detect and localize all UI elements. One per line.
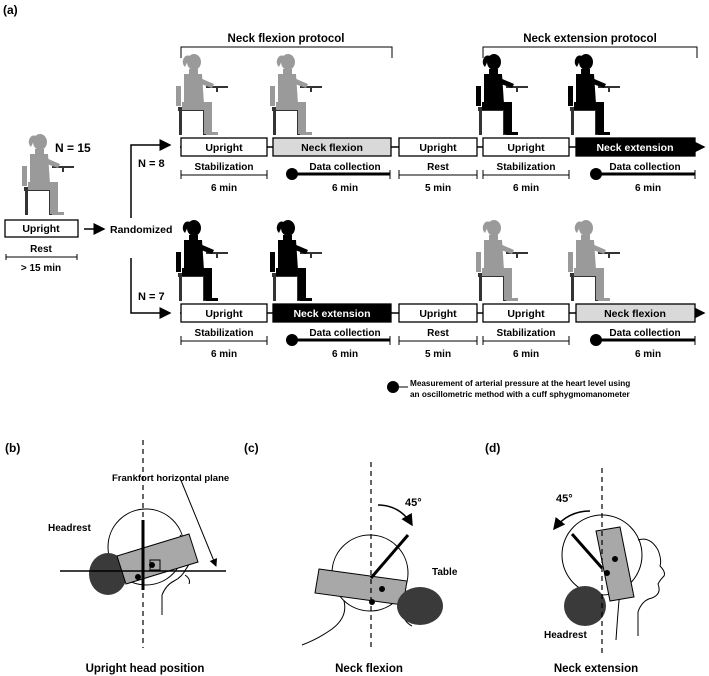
row2-phase-3: Rest bbox=[427, 328, 449, 339]
row1-measure-dot-2 bbox=[590, 168, 602, 180]
angle-label-d: 45° bbox=[556, 493, 573, 505]
caption-c: Neck flexion bbox=[335, 663, 403, 675]
row1-box-extension bbox=[575, 137, 696, 157]
start-upright-box bbox=[4, 219, 79, 238]
row2-box-upright-3 bbox=[482, 303, 570, 323]
figure-row1-flexion bbox=[270, 54, 322, 135]
n-row1-label: N = 8 bbox=[138, 158, 165, 170]
row1-duration-bars bbox=[180, 170, 570, 179]
row1-box-upright-1-label: Upright bbox=[205, 142, 243, 154]
neck-extension-diagram bbox=[553, 468, 665, 656]
row2-measure-dot-1 bbox=[286, 334, 298, 346]
extension-protocol-bracket bbox=[482, 46, 698, 58]
row2-measure-dot-2 bbox=[590, 334, 602, 346]
row2-phase-4: Stabilization bbox=[497, 328, 556, 339]
row2-box-upright-1 bbox=[180, 303, 268, 323]
row2-phase-1: Stabilization bbox=[195, 328, 254, 339]
row2-box-flexion-label: Neck flexion bbox=[604, 308, 666, 320]
row1-phase-5: Data collection bbox=[609, 162, 680, 173]
headrest-label-d: Headrest bbox=[544, 630, 587, 641]
angle-label-c: 45° bbox=[405, 497, 422, 509]
row2-duration-4: 6 min bbox=[513, 349, 539, 360]
legend-line-2: an oscillometric method with a cuff sphy… bbox=[410, 390, 631, 399]
row2-box-upright-3-label: Upright bbox=[507, 308, 545, 320]
row1-duration-1: 6 min bbox=[211, 183, 237, 194]
row1-box-upright-2-label: Upright bbox=[419, 142, 457, 154]
row1-phase-4: Stabilization bbox=[497, 162, 556, 173]
row2-duration-2: 6 min bbox=[332, 349, 358, 360]
neck-flexion-diagram bbox=[301, 462, 443, 650]
figure-row2-upright-2 bbox=[476, 220, 528, 301]
figure-row2-extension bbox=[270, 220, 322, 301]
row2-box-flexion bbox=[575, 303, 696, 323]
row2-phase-2: Data collection bbox=[309, 328, 380, 339]
row1-box-upright-1 bbox=[180, 137, 268, 157]
row2-box-upright-1-label: Upright bbox=[205, 308, 243, 320]
row2-box-extension-label: Neck extension bbox=[293, 308, 370, 320]
row2-duration-3: 5 min bbox=[425, 349, 451, 360]
figure-row1-upright-1 bbox=[176, 54, 228, 135]
panel-label-b: (b) bbox=[5, 441, 20, 455]
branch-arrow-row2 bbox=[130, 258, 172, 319]
row1-phase-2: Data collection bbox=[309, 162, 380, 173]
randomized-label: Randomized bbox=[110, 224, 172, 236]
start-duration-label: > 15 min bbox=[21, 263, 61, 274]
row1-duration-4: 6 min bbox=[513, 183, 539, 194]
caption-d: Neck extension bbox=[554, 663, 638, 675]
start-duration-bar bbox=[5, 254, 78, 260]
figure-row1-upright-2 bbox=[476, 54, 528, 135]
panel-label-a: (a) bbox=[3, 3, 18, 17]
table-label: Table bbox=[432, 567, 458, 578]
figure-row1-extension bbox=[568, 54, 620, 135]
branch-arrow-row1 bbox=[130, 139, 172, 218]
row1-duration-3: 5 min bbox=[425, 183, 451, 194]
figure-row2-upright-1 bbox=[176, 220, 228, 301]
row1-box-extension-label: Neck extension bbox=[596, 142, 673, 154]
legend-measure-dot bbox=[387, 381, 399, 393]
row1-box-flexion bbox=[272, 137, 392, 157]
row2-duration-bars bbox=[180, 336, 570, 345]
row1-box-upright-3-label: Upright bbox=[507, 142, 545, 154]
legend-line-1: Measurement of arterial pressure at the … bbox=[410, 379, 630, 388]
start-rest-label: Rest bbox=[30, 244, 52, 255]
row2-phase-5: Data collection bbox=[609, 328, 680, 339]
row1-box-upright-2 bbox=[398, 137, 478, 157]
upright-head-diagram bbox=[60, 440, 226, 648]
start-upright-label: Upright bbox=[22, 223, 60, 235]
frankfort-label: Frankfort horizontal plane bbox=[112, 473, 229, 484]
n-row2-label: N = 7 bbox=[138, 291, 165, 303]
figure-row2-flexion bbox=[568, 220, 620, 301]
row1-box-flexion-label: Neck flexion bbox=[301, 142, 363, 154]
row1-measure-dot-1 bbox=[286, 168, 298, 180]
row1-box-upright-3 bbox=[482, 137, 570, 157]
panel-label-d: (d) bbox=[485, 441, 500, 455]
row2-box-upright-2-label: Upright bbox=[419, 308, 457, 320]
n-total-label: N = 15 bbox=[55, 141, 91, 155]
row1-duration-2: 6 min bbox=[332, 183, 358, 194]
row2-box-upright-2 bbox=[398, 303, 478, 323]
caption-b: Upright head position bbox=[86, 663, 205, 675]
flexion-protocol-bracket bbox=[180, 46, 393, 58]
extension-protocol-title: Neck extension protocol bbox=[523, 33, 657, 45]
row1-phase-1: Stabilization bbox=[195, 162, 254, 173]
row2-duration-5: 6 min bbox=[635, 349, 661, 360]
flexion-protocol-title: Neck flexion protocol bbox=[228, 33, 345, 45]
headrest-label-b: Headrest bbox=[48, 523, 91, 534]
row1-phase-3: Rest bbox=[427, 162, 449, 173]
row2-duration-1: 6 min bbox=[211, 349, 237, 360]
panel-label-c: (c) bbox=[244, 441, 259, 455]
row2-box-extension bbox=[272, 303, 392, 323]
row1-duration-5: 6 min bbox=[635, 183, 661, 194]
